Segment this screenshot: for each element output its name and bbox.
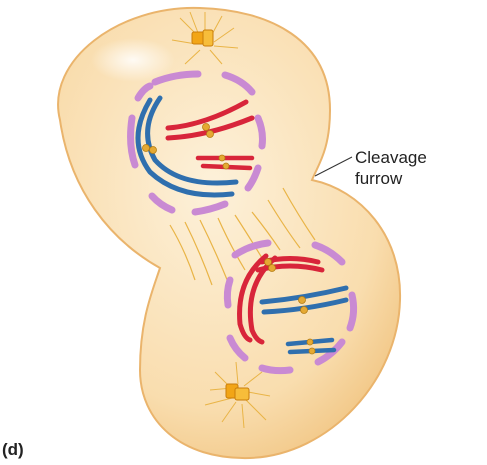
cleavage-furrow-label-line1: Cleavage [355, 148, 427, 167]
chromosome-red-bottom-4 [255, 263, 325, 273]
annotation-leader-line [314, 156, 353, 177]
nuclear-envelope-top [127, 70, 266, 216]
chromosome-red-top-1 [165, 99, 249, 131]
panel-label: (d) [2, 440, 24, 459]
cleavage-furrow-label: Cleavage furrow [355, 147, 427, 189]
chromosome-blue-top-2 [135, 97, 235, 198]
centrosome-top [191, 29, 214, 47]
centrosome-bottom [225, 383, 250, 401]
centromeres-top [142, 123, 230, 170]
dividing-cell-body [57, 6, 402, 460]
chromosome-blue-top-1 [145, 95, 239, 186]
centromeres-bottom [264, 258, 316, 355]
chromosome-red-bottom-1 [247, 255, 278, 345]
chromosome-red-bottom-2 [237, 253, 269, 343]
chromosome-blue-bottom-1 [259, 285, 349, 305]
cell-highlight [91, 38, 175, 82]
spindle-fibers-middle [169, 187, 316, 286]
chromosomes-top [135, 95, 255, 198]
nuclear-envelope-bottom [223, 239, 358, 375]
cleavage-furrow-label-line2: furrow [355, 169, 403, 188]
